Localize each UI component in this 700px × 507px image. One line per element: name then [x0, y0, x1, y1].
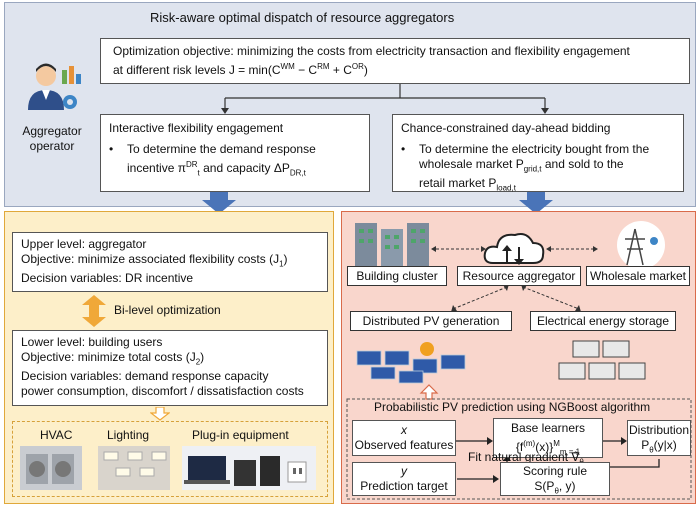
down-hollow-arrow-icon	[150, 407, 170, 421]
scoring-rule-box: Scoring rule S(Pθ, y)	[500, 462, 610, 496]
bidding-bullet: • To determine the electricity bought fr…	[401, 142, 650, 193]
lower-level-title: Lower level: building users	[21, 335, 163, 349]
lighting-icon	[98, 446, 170, 490]
hvac-icon	[20, 446, 82, 490]
base-learners-box: Base learners {f(m)(x)}Mm = 1	[493, 418, 603, 458]
lower-level-variables: Decision variables: demand response capa…	[21, 369, 269, 384]
aggregator-operator-icon	[28, 63, 81, 110]
objective-line2: at different risk levels J = min(CWM − C…	[113, 62, 368, 77]
top-title: Risk-aware optimal dispatch of resource …	[150, 10, 455, 25]
observed-features-box: x Observed features	[352, 420, 456, 456]
energy-storage-label: Electrical energy storage	[530, 311, 676, 331]
equipment-images	[20, 446, 316, 490]
upper-level-variables: Decision variables: DR incentive	[21, 271, 194, 286]
cloud-icon	[483, 233, 545, 265]
resource-aggregator-label: Resource aggregator	[457, 266, 581, 286]
bilevel-label: Bi-level optimization	[114, 303, 221, 317]
distribution-box: Distribution Pθ(y|x)	[627, 420, 691, 456]
equipment-group	[12, 421, 328, 497]
flexibility-bullet: • To determine the demand response incen…	[109, 142, 316, 178]
up-hollow-arrow-icon	[419, 384, 439, 400]
hvac-label: HVAC	[40, 428, 73, 442]
lighting-label: Lighting	[107, 428, 150, 442]
building-cluster-label: Building cluster	[347, 266, 447, 286]
day-ahead-bidding-box: Chance-constrained day-ahead bidding • T…	[392, 114, 684, 193]
wholesale-market-icon	[617, 221, 665, 269]
ngboost-frame	[346, 398, 692, 500]
lower-level-box: Lower level: building users Objective: m…	[12, 330, 328, 406]
plugin-label: Plug-in equipment	[192, 428, 289, 442]
pv-panels-icon	[356, 342, 466, 384]
upper-level-title: Upper level: aggregator	[21, 237, 147, 251]
wholesale-market-label: Wholesale market	[586, 266, 690, 286]
fit-gradient-label: Fit natural gradient ∇̃θ	[468, 450, 584, 466]
building-cluster-icon	[355, 223, 429, 267]
ngboost-title: Probabilistic PV prediction using NGBoos…	[374, 400, 651, 414]
flexibility-title: Interactive flexibility engagement	[109, 121, 284, 135]
bilevel-arrow-icon	[82, 295, 106, 327]
distributed-pv-label: Distributed PV generation	[350, 311, 512, 331]
objective-box: Optimization objective: minimizing the c…	[100, 38, 690, 84]
operator-label: Aggregator operator	[22, 124, 82, 153]
top-connectors	[202, 84, 553, 214]
upper-level-box: Upper level: aggregator Objective: minim…	[12, 232, 328, 292]
storage-batteries-icon	[558, 340, 646, 380]
lower-level-objective: Objective: minimize total costs (J2)	[21, 350, 205, 367]
prediction-target-box: y Prediction target	[352, 462, 456, 496]
upper-level-objective: Objective: minimize associated flexibili…	[21, 252, 288, 269]
bidding-title: Chance-constrained day-ahead bidding	[401, 121, 611, 135]
objective-line1: Optimization objective: minimizing the c…	[113, 44, 630, 58]
lower-level-costs: power consumption, discomfort / dissatis…	[21, 384, 304, 399]
flexibility-engagement-box: Interactive flexibility engagement • To …	[100, 114, 370, 192]
plugin-equipment-icon	[182, 446, 316, 490]
